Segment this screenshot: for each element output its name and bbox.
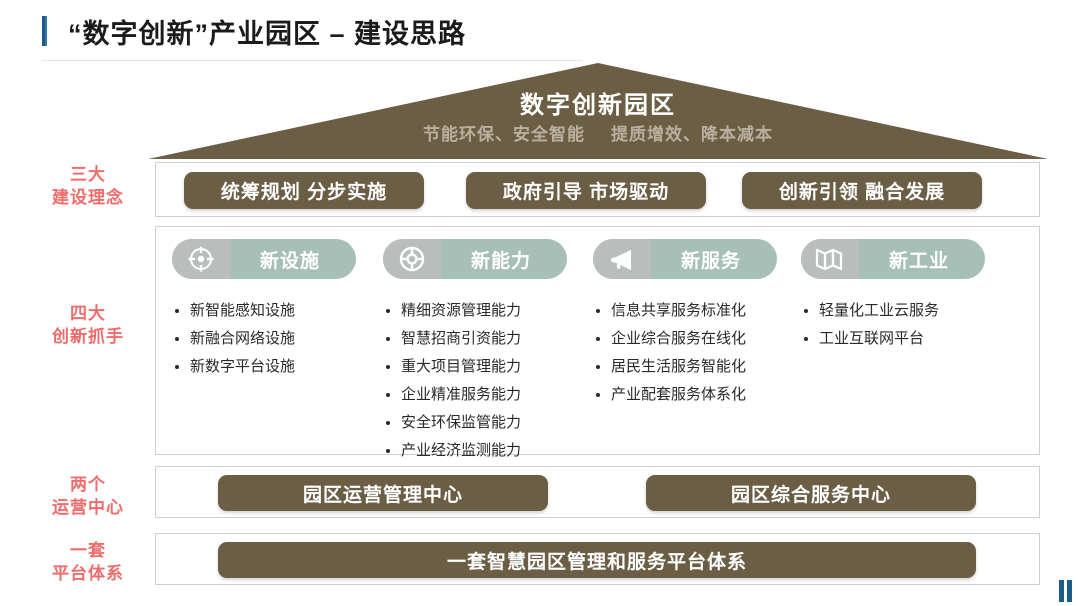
list-item: 信息共享服务标准化 [593,297,798,325]
lifebuoy-icon [383,239,441,279]
row-label-centers: 两个 运营中心 [24,473,152,519]
concept-pill-3[interactable]: 创新引领 融合发展 [742,172,982,209]
handle-title-new-industry: 新工业 [888,250,949,272]
handle-list-new-industry: 轻量化工业云服务 工业互联网平台 [801,297,1026,353]
center-pill-operations[interactable]: 园区运营管理中心 [218,475,548,511]
platform-pill[interactable]: 一套智慧园区管理和服务平台体系 [218,542,976,578]
handle-list-new-facilities: 新智能感知设施 新融合网络设施 新数字平台设施 [172,297,377,381]
handle-title-new-capabilities: 新能力 [470,250,531,272]
roof-subtitle-right: 提质增效、降本减 [611,125,755,144]
corner-accent-mark [1059,580,1072,602]
roof-subtitle-left: 节能环保、安全智能 [423,125,585,144]
folded-map-icon [801,239,859,279]
list-item: 精细资源管理能力 [383,297,588,325]
row-label-centers-line1: 两个 [70,475,106,494]
megaphone-icon [593,239,651,279]
row-label-handles-line2: 创新抓手 [52,327,124,346]
list-item: 轻量化工业云服务 [801,297,1026,325]
list-item: 产业配套服务体系化 [593,381,798,409]
list-item: 新融合网络设施 [172,325,377,353]
corner-accent-bar-1 [1059,580,1064,602]
handle-header-new-services[interactable]: 新服务 [593,239,777,279]
handle-column-new-services: 新服务 信息共享服务标准化 企业综合服务在线化 居民生活服务智能化 产业配套服务… [593,239,798,409]
list-item: 企业精准服务能力 [383,381,588,409]
row-label-concepts-line1: 三大 [70,165,106,184]
roof-subtitle-overflow: 本 [755,125,773,144]
handles-panel: 新设施 新智能感知设施 新融合网络设施 新数字平台设施 新能力 [155,226,1040,459]
handle-list-new-services: 信息共享服务标准化 企业综合服务在线化 居民生活服务智能化 产业配套服务体系化 [593,297,798,409]
handle-column-new-capabilities: 新能力 精细资源管理能力 智慧招商引资能力 重大项目管理能力 企业精准服务能力 … [383,239,588,465]
corner-accent-bar-2 [1067,580,1072,602]
list-item: 产业经济监测能力 [383,437,588,465]
handle-header-new-industry[interactable]: 新工业 [801,239,985,279]
centers-panel: 园区运营管理中心 园区综合服务中心 [155,466,1040,518]
list-item: 新数字平台设施 [172,353,377,381]
list-item: 企业综合服务在线化 [593,325,798,353]
title-divider [42,60,582,61]
handle-column-new-facilities: 新设施 新智能感知设施 新融合网络设施 新数字平台设施 [172,239,377,381]
concepts-panel: 统筹规划 分步实施 政府引导 市场驱动 创新引领 融合发展 [155,162,1040,217]
list-item: 重大项目管理能力 [383,353,588,381]
list-item: 工业互联网平台 [801,325,1026,353]
title-accent-mark [42,16,50,46]
list-item: 安全环保监管能力 [383,409,588,437]
row-label-centers-line2: 运营中心 [52,498,124,517]
concept-pill-2[interactable]: 政府引导 市场驱动 [466,172,706,209]
crosshair-target-icon [172,239,230,279]
handle-header-new-capabilities[interactable]: 新能力 [383,239,567,279]
center-pill-services[interactable]: 园区综合服务中心 [646,475,976,511]
handle-header-new-facilities[interactable]: 新设施 [172,239,356,279]
row-label-platform-line1: 一套 [70,541,106,560]
handle-title-new-facilities: 新设施 [259,250,320,272]
list-item: 居民生活服务智能化 [593,353,798,381]
row-label-platform-line2: 平台体系 [52,564,124,583]
row-label-concepts: 三大 建设理念 [24,163,152,209]
roof-subtitle: 节能环保、安全智能 提质增效、降本减本 [148,120,1048,150]
list-item: 新智能感知设施 [172,297,377,325]
roof-diagram: 数字创新园区 节能环保、安全智能 提质增效、降本减本 [148,63,1048,159]
handle-column-new-industry: 新工业 轻量化工业云服务 工业互联网平台 [801,239,1026,353]
row-label-concepts-line2: 建设理念 [52,188,124,207]
row-label-platform: 一套 平台体系 [24,539,152,585]
platform-panel: 一套智慧园区管理和服务平台体系 [155,533,1040,585]
list-item: 智慧招商引资能力 [383,325,588,353]
handle-title-new-services: 新服务 [680,250,741,272]
handle-list-new-capabilities: 精细资源管理能力 智慧招商引资能力 重大项目管理能力 企业精准服务能力 安全环保… [383,297,588,465]
row-label-handles-line1: 四大 [70,304,106,323]
roof-heading: 数字创新园区 [520,92,676,119]
concept-pill-1[interactable]: 统筹规划 分步实施 [184,172,424,209]
page-title: “数字创新”产业园区 – 建设思路 [68,18,467,49]
row-label-handles: 四大 创新抓手 [24,302,152,348]
page-title-bar: “数字创新”产业园区 – 建设思路 [0,0,1080,62]
